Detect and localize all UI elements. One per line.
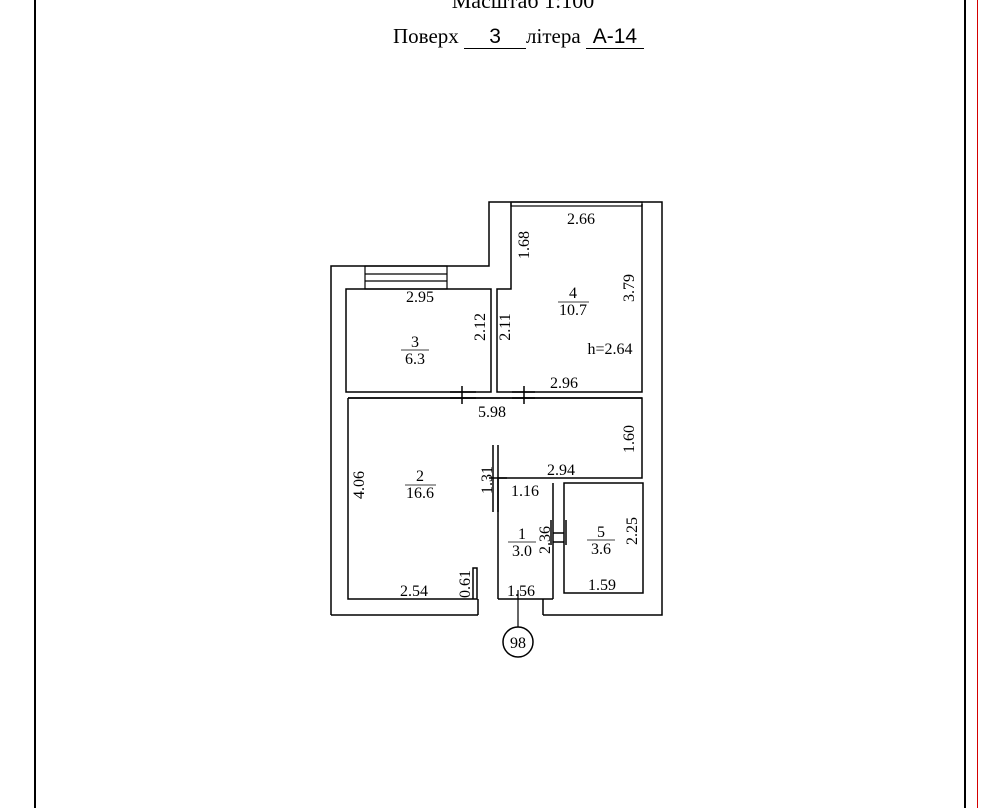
floor-value: 3 bbox=[464, 26, 527, 49]
room-5-number: 5 bbox=[597, 524, 605, 541]
dim-5-98: 5.98 bbox=[478, 404, 506, 421]
dim-2-25: 2.25 bbox=[624, 517, 641, 545]
letter-value: А-14 bbox=[585, 26, 644, 49]
windows bbox=[364, 201, 643, 290]
floor-label: Поверх bbox=[393, 24, 459, 48]
room-3-area: 6.3 bbox=[405, 351, 425, 368]
dim-1-16: 1.16 bbox=[511, 483, 539, 500]
frame-left-border bbox=[34, 0, 36, 808]
room-2-number: 2 bbox=[416, 468, 424, 485]
frame-right-border bbox=[964, 0, 966, 808]
outer-wall bbox=[330, 201, 663, 616]
section-marker: 98 bbox=[502, 590, 534, 658]
dim-2-12: 2.12 bbox=[472, 313, 489, 341]
room-1-area: 3.0 bbox=[512, 543, 532, 560]
dim-1-60: 1.60 bbox=[621, 425, 638, 453]
frame-red-margin-line bbox=[977, 0, 978, 808]
room-4-area: 10.7 bbox=[559, 302, 587, 319]
dim-4-06: 4.06 bbox=[351, 471, 368, 499]
room-4-outline bbox=[496, 203, 643, 393]
room-2-outline bbox=[347, 398, 478, 600]
dim-2-94: 2.94 bbox=[547, 462, 575, 479]
dim-2-66: 2.66 bbox=[567, 211, 595, 228]
room-labels: 4 10.7 3 6.3 2 16.6 1 3.0 5 3.6 bbox=[401, 285, 615, 560]
dim-2-54: 2.54 bbox=[400, 583, 428, 600]
dim-1-59: 1.59 bbox=[588, 577, 616, 594]
ceiling-height-note: h=2.64 bbox=[587, 341, 632, 358]
room-5-area: 3.6 bbox=[591, 541, 611, 558]
dimension-labels: 2.66 2.95 2.96 5.98 2.94 1.16 2.54 1.56 … bbox=[400, 211, 616, 600]
corridor-outline bbox=[348, 397, 643, 599]
room-5-outline bbox=[563, 482, 644, 594]
dim-1-31: 1.31 bbox=[479, 466, 496, 494]
scale-title: Масштаб 1:100 bbox=[451, 0, 595, 13]
dim-3-79: 3.79 bbox=[621, 274, 638, 302]
vertical-dimension-labels: 1.68 3.79 2.12 2.11 1.60 4.06 1.31 2.36 … bbox=[351, 231, 641, 598]
window-room-3 bbox=[364, 265, 448, 290]
room-1-number: 1 bbox=[518, 526, 526, 543]
section-marker-label: 98 bbox=[510, 635, 526, 652]
window-room-4 bbox=[510, 201, 643, 207]
dim-2-96: 2.96 bbox=[550, 375, 578, 392]
dim-1-68: 1.68 bbox=[516, 231, 533, 259]
door-marks bbox=[450, 386, 567, 545]
letter-label: літера bbox=[526, 24, 581, 48]
dim-2-11: 2.11 bbox=[497, 313, 514, 340]
dim-1-56: 1.56 bbox=[507, 583, 535, 600]
dim-2-36: 2.36 bbox=[537, 526, 554, 554]
room-2-area: 16.6 bbox=[406, 485, 434, 502]
room-4-number: 4 bbox=[569, 285, 577, 302]
room-3-number: 3 bbox=[411, 334, 419, 351]
dim-0-61: 0.61 bbox=[457, 570, 474, 598]
dim-2-95: 2.95 bbox=[406, 289, 434, 306]
